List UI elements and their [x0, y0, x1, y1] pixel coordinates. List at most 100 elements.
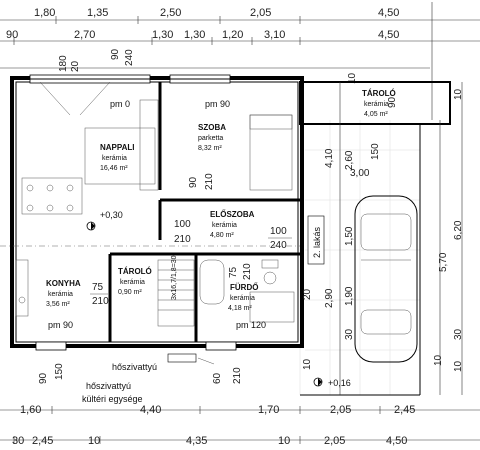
door-konyha-h: 210 [92, 296, 109, 307]
top-small-dims: 180 20 90 240 10 [58, 48, 358, 84]
dim-b-150: 150 [54, 363, 65, 380]
level-inside: +0,30 [100, 210, 123, 220]
door-dims: 90 210 100 210 100 240 75 210 75 210 150 [90, 143, 381, 307]
dim-bot-3: 1,70 [258, 404, 279, 416]
dim-misc-260: 2,60 [344, 150, 355, 170]
room-finish-furdo: kerámia [230, 295, 255, 302]
door-konyha-w: 75 [92, 282, 104, 293]
dim-top-5: 4,50 [378, 7, 399, 19]
bedroom-furniture [249, 114, 293, 191]
door-elo-h: 210 [174, 234, 191, 245]
dim-b-210: 210 [232, 367, 243, 384]
dim-misc-300: 3,00 [350, 168, 370, 179]
room-finish-tarolo-outer: kerámia [364, 101, 389, 108]
dim-misc-290: 2,90 [324, 288, 335, 308]
dim-top-3: 2,50 [160, 7, 181, 19]
top-dims-row2: 90 2,70 1,30 1,30 1,20 3,10 4,50 [6, 29, 399, 41]
room-nappali: NAPPALI kerámia 16,46 m² pm 0 [100, 99, 135, 172]
kitchen-counter [15, 259, 29, 317]
dim-bot-4: 2,05 [330, 404, 351, 416]
lakas-label: 2. lakás [312, 226, 322, 258]
door-elo2-h: 240 [270, 240, 287, 251]
dim-bot2-6: 2,05 [324, 435, 345, 447]
dim-top2-5: 1,20 [222, 29, 243, 41]
bottom-dims-row1: 1,60 4,40 1,70 2,05 2,45 [20, 404, 415, 416]
dim-bot2-1: 30 [12, 435, 24, 447]
hoszivattyu-kulteri-2: kültéri egysége [82, 394, 143, 404]
door-furdo-h: 210 [242, 263, 253, 280]
apartment-label: 2. lakás [307, 215, 325, 265]
room-name-tarolo-outer: TÁROLÓ [362, 89, 396, 98]
dim-misc-90b: 90 [387, 96, 398, 108]
paving-grid [299, 120, 420, 395]
pm0-label: pm 0 [110, 99, 130, 109]
dim-top2-3: 1,30 [152, 29, 173, 41]
dim-top-2: 1,35 [87, 7, 108, 19]
level-markers: +0,30 +0,16 [86, 210, 351, 388]
dim-top2-7: 4,50 [378, 29, 399, 41]
side-dims: 90 4,10 2,60 3,00 1,50 1,90 2,90 30 6,20… [324, 82, 464, 395]
living-furniture [21, 81, 159, 215]
room-tarolo-outer: TÁROLÓ kerámia 4,05 m² [362, 89, 396, 118]
room-name-konyha: KONYHA [46, 279, 81, 288]
room-area-szoba: 8,32 m² [198, 145, 222, 152]
top-dimension-lines [0, 2, 480, 120]
door-elo-w: 100 [174, 219, 191, 230]
dim-10a: 10 [347, 72, 358, 84]
dim-top2-2: 2,70 [74, 29, 95, 41]
dim-240: 240 [124, 49, 135, 66]
room-name-nappali: NAPPALI [100, 143, 135, 152]
bottom-small-dims: 90 150 60 210 10 20 [38, 288, 313, 384]
dim-bot2-4: 4,35 [186, 435, 207, 447]
dim-misc-190: 1,90 [344, 286, 355, 306]
dim-right-620: 6,20 [453, 220, 464, 240]
dim-180: 180 [58, 55, 69, 72]
bath-fixtures [199, 259, 295, 323]
room-area-eloszoba: 4,80 m² [210, 232, 234, 239]
room-area-konyha: 3,56 m² [46, 301, 70, 308]
room-area-tarolo-inner: 0,90 m² [118, 289, 142, 296]
pm120-label: pm 120 [236, 320, 266, 330]
dim-right-570: 5,70 [438, 252, 449, 272]
dim-bot2-2: 2,45 [32, 435, 53, 447]
dim-top2-6: 3,10 [264, 29, 285, 41]
dim-top2-1: 90 [6, 29, 18, 41]
bottom-dimension-lines [0, 406, 480, 444]
dim-right-10b: 10 [433, 354, 444, 366]
door-tarolo-w: 150 [370, 143, 381, 160]
room-name-tarolo-inner: TÁROLÓ [118, 267, 152, 276]
door-elo2-w: 100 [270, 226, 287, 237]
room-area-nappali: 16,46 m² [100, 165, 128, 172]
stairs: 3x16,7/1,8=30 [157, 255, 195, 327]
room-finish-tarolo-inner: kerámia [120, 279, 145, 286]
room-finish-konyha: kerámia [48, 291, 73, 298]
dim-top-1: 1,80 [34, 7, 55, 19]
room-finish-eloszoba: kerámia [212, 222, 237, 229]
dim-misc-410: 4,10 [324, 148, 335, 168]
dim-20: 20 [70, 60, 81, 72]
room-eloszoba: ELŐSZOBA kerámia 4,80 m² [210, 210, 255, 239]
dim-misc-150: 1,50 [344, 226, 355, 246]
top-dims-row1: 1,80 1,35 2,50 2,05 4,50 [34, 7, 399, 19]
house-walls [0, 74, 304, 351]
dim-b-60: 60 [212, 372, 223, 384]
dim-bot-1: 1,60 [20, 404, 41, 416]
dim-bot2-3: 10 [88, 435, 100, 447]
door-szoba-w: 90 [188, 176, 199, 188]
room-area-tarolo-outer: 4,05 m² [364, 111, 388, 118]
stair-note: 3x16,7/1,8=30 [171, 255, 178, 300]
dim-top2-4: 1,30 [184, 29, 205, 41]
outbuilding [299, 81, 451, 396]
dim-bot-2: 4,40 [140, 404, 161, 416]
dim-90: 90 [110, 48, 121, 60]
room-finish-szoba: parketta [198, 135, 223, 142]
hoszivattyu-kulteri-1: hőszivattyú [86, 381, 131, 391]
heatpump-labels: hőszivattyú hőszivattyú kültéri egysége [82, 353, 215, 404]
dim-bot-5: 2,45 [394, 404, 415, 416]
dim-bot2-7: 4,50 [386, 435, 407, 447]
car [354, 195, 418, 363]
room-szoba: SZOBA parketta 8,32 m² pm 90 [198, 99, 230, 152]
pm90-szoba-label: pm 90 [205, 99, 230, 109]
dim-b-20: 20 [302, 288, 313, 300]
